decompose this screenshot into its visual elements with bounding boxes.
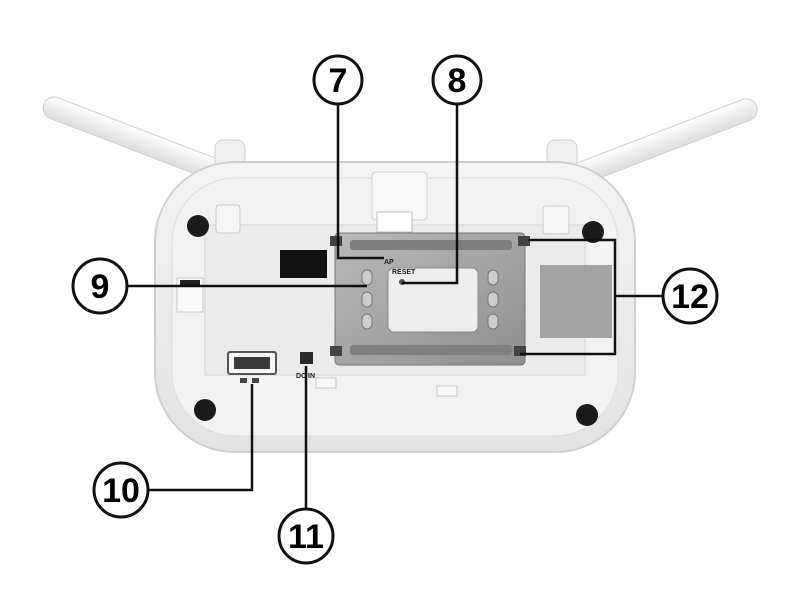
ap-label: AP <box>384 259 394 266</box>
svg-text:8: 8 <box>448 62 467 100</box>
clip-right <box>542 205 570 235</box>
clip-left <box>215 204 241 234</box>
svg-text:10: 10 <box>102 472 140 510</box>
status-window <box>280 250 327 278</box>
callout-7: 7 <box>312 54 364 106</box>
dc-in-port[interactable] <box>300 352 313 364</box>
foot-bottom-right <box>576 404 598 426</box>
callout-9: 9 <box>71 257 129 315</box>
callout-12: 12 <box>661 267 719 325</box>
foot-bottom-left <box>194 399 216 421</box>
gray-sticker <box>540 265 612 338</box>
leader-line-7 <box>336 104 384 260</box>
vent-1 <box>315 377 337 389</box>
svg-text:12: 12 <box>671 278 709 316</box>
svg-text:7: 7 <box>329 62 348 100</box>
foot-top-right <box>582 221 604 243</box>
ethernet-port[interactable] <box>227 351 277 383</box>
leader-line-8 <box>402 104 459 285</box>
svg-text:11: 11 <box>288 518 324 556</box>
mounting-plate <box>330 232 530 366</box>
foot-top-left <box>187 215 209 237</box>
leader-line-10 <box>148 384 254 492</box>
vent-2 <box>436 385 458 397</box>
callout-10: 10 <box>92 461 150 519</box>
callout-8: 8 <box>431 54 483 106</box>
callout-11: 11 <box>277 507 335 565</box>
svg-text:9: 9 <box>91 268 110 306</box>
reset-label: RESET <box>392 269 416 276</box>
